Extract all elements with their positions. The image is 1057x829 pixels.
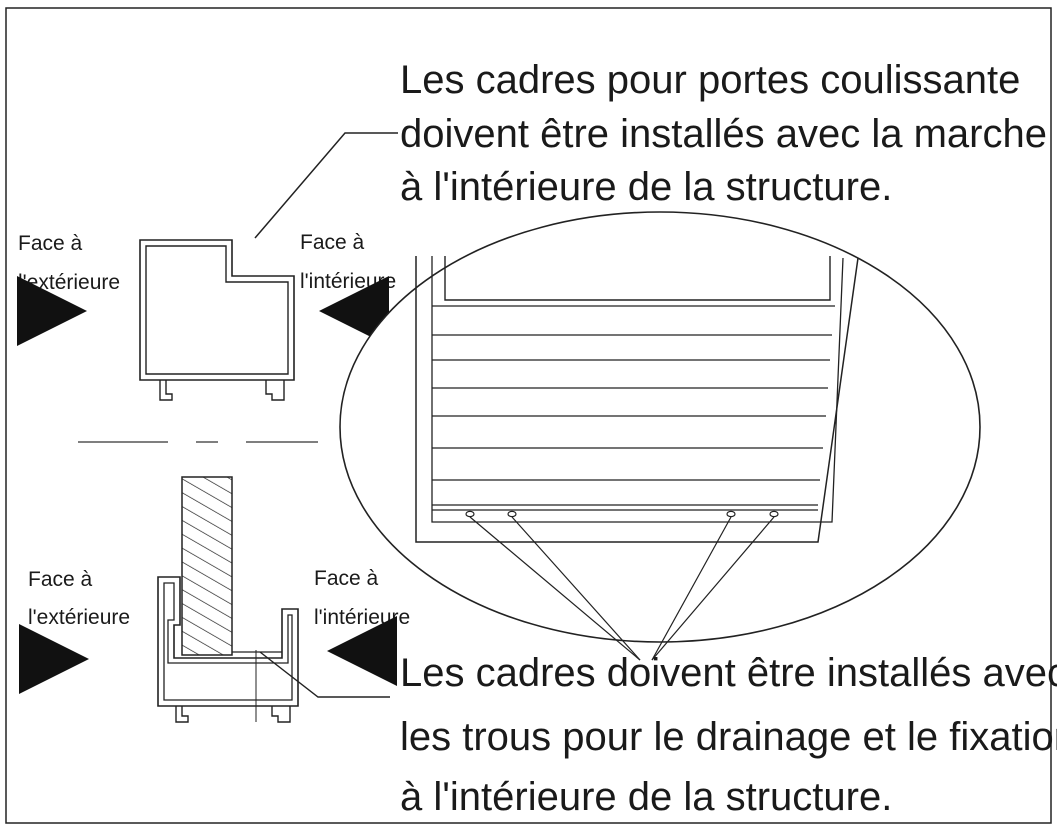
upper-frame-profile: [139, 239, 295, 401]
top-note-line-1: Les cadres pour portes coulissante: [400, 58, 1020, 102]
bottom-note-line-1: Les cadres doivent être installés avec: [400, 651, 1057, 695]
bottom-note: Les cadres doivent être installés avec l…: [400, 651, 1057, 819]
drain-hole-1: [465, 510, 475, 518]
detail-ellipse: [339, 211, 981, 643]
drain-hole-2: [507, 510, 517, 518]
top-note-line-3: à l'intérieure de la structure.: [400, 165, 892, 209]
bottom-note-leader-to-profile: [259, 651, 390, 698]
lower-left-label: Face à l'extérieure: [28, 568, 130, 629]
frame-detail-view: [339, 211, 981, 661]
bottom-note-line-3: à l'intérieure de la structure.: [400, 775, 892, 819]
lower-frame-profile: [157, 476, 299, 723]
bottom-note-line-2: les trous pour le drainage et le fixatio…: [400, 715, 1057, 759]
top-note-leader: [254, 132, 398, 239]
door-leaf: [181, 476, 233, 656]
top-note: Les cadres pour portes coulissante doive…: [400, 58, 1047, 209]
upper-left-label-line-1: Face à: [18, 232, 83, 255]
top-note-line-2: doivent être installés avec la marche: [400, 112, 1047, 156]
lower-left-label-line-2: l'extérieure: [28, 606, 130, 629]
lower-left-label-line-1: Face à: [28, 568, 93, 591]
upper-right-label-line-2: l'intérieure: [300, 270, 396, 293]
upper-right-label: Face à l'intérieure: [300, 231, 396, 293]
upper-left-label-line-2: l'extérieure: [18, 271, 120, 294]
lower-right-label-line-1: Face à: [314, 567, 379, 590]
outer-border: [5, 7, 1052, 824]
drain-hole-3: [726, 510, 736, 518]
upper-right-label-line-1: Face à: [300, 231, 365, 254]
upper-left-label: Face à l'extérieure: [18, 232, 120, 294]
lower-right-label: Face à l'intérieure: [314, 567, 410, 629]
lower-right-label-line-2: l'intérieure: [314, 606, 410, 629]
drain-hole-4: [769, 510, 779, 518]
